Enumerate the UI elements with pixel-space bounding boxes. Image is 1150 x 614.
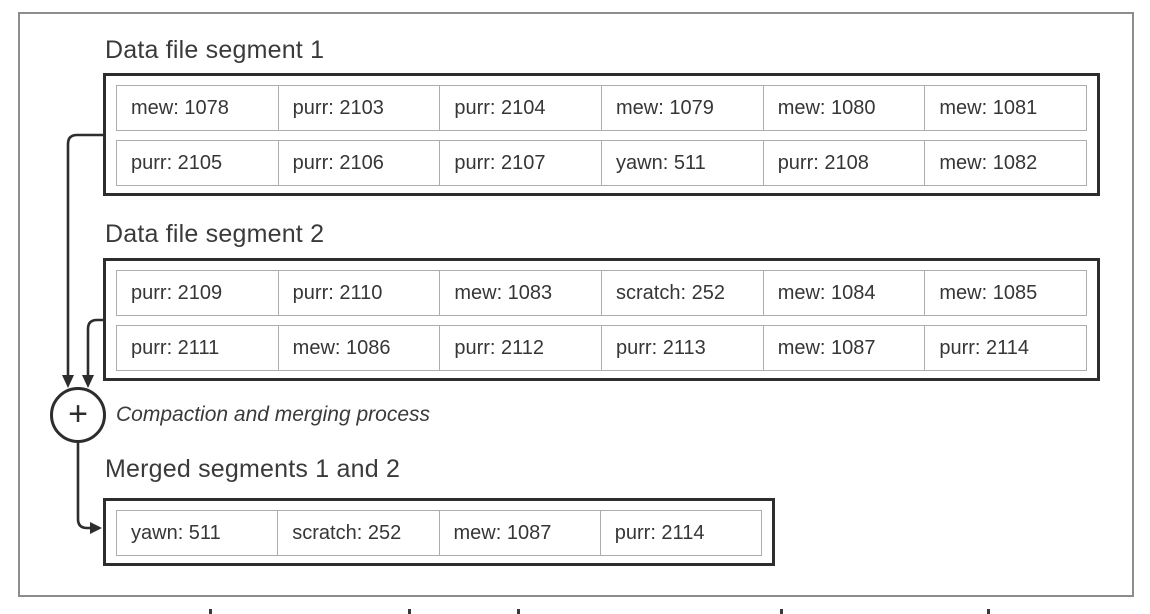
record-cell: purr: 2109	[116, 270, 279, 316]
merge-circle: +	[50, 387, 106, 443]
caption-fragment	[987, 609, 990, 614]
record-cell: mew: 1087	[438, 510, 601, 556]
record-cell: purr: 2112	[439, 325, 603, 371]
merge-process-label: Compaction and merging process	[116, 403, 430, 426]
record-cell: mew: 1086	[277, 325, 441, 371]
record-cell: purr: 2104	[439, 85, 603, 131]
record-cell: purr: 2114	[924, 325, 1088, 371]
record-cell: yawn: 511	[601, 140, 764, 186]
record-cell: mew: 1078	[116, 85, 279, 131]
record-cell: purr: 2105	[116, 140, 279, 186]
record-cell: mew: 1079	[601, 85, 764, 131]
record-cell: purr: 2108	[762, 140, 926, 186]
record-cell: purr: 2106	[277, 140, 441, 186]
record-cell: mew: 1087	[762, 325, 926, 371]
caption-fragment	[780, 609, 783, 614]
record-cell: purr: 2110	[277, 270, 441, 316]
segment1-title: Data file segment 1	[105, 36, 325, 64]
segment2-title: Data file segment 2	[105, 220, 325, 248]
record-cell: yawn: 511	[116, 510, 279, 556]
record-cell: mew: 1084	[762, 270, 926, 316]
record-cell: purr: 2113	[601, 325, 764, 371]
record-cell: mew: 1080	[762, 85, 926, 131]
caption-fragment	[408, 609, 411, 614]
record-cell: purr: 2103	[277, 85, 441, 131]
merged-title: Merged segments 1 and 2	[105, 455, 401, 483]
caption-fragment	[209, 609, 212, 614]
record-cell: purr: 2111	[116, 325, 279, 371]
plus-icon: +	[68, 395, 88, 433]
record-cell: mew: 1085	[924, 270, 1088, 316]
record-cell: mew: 1083	[439, 270, 603, 316]
record-cell: mew: 1081	[924, 85, 1088, 131]
record-cell: mew: 1082	[924, 140, 1088, 186]
record-cell: scratch: 252	[601, 270, 764, 316]
record-cell: scratch: 252	[277, 510, 440, 556]
record-cell: purr: 2114	[599, 510, 762, 556]
record-cell: purr: 2107	[439, 140, 603, 186]
caption-fragment	[517, 609, 520, 614]
